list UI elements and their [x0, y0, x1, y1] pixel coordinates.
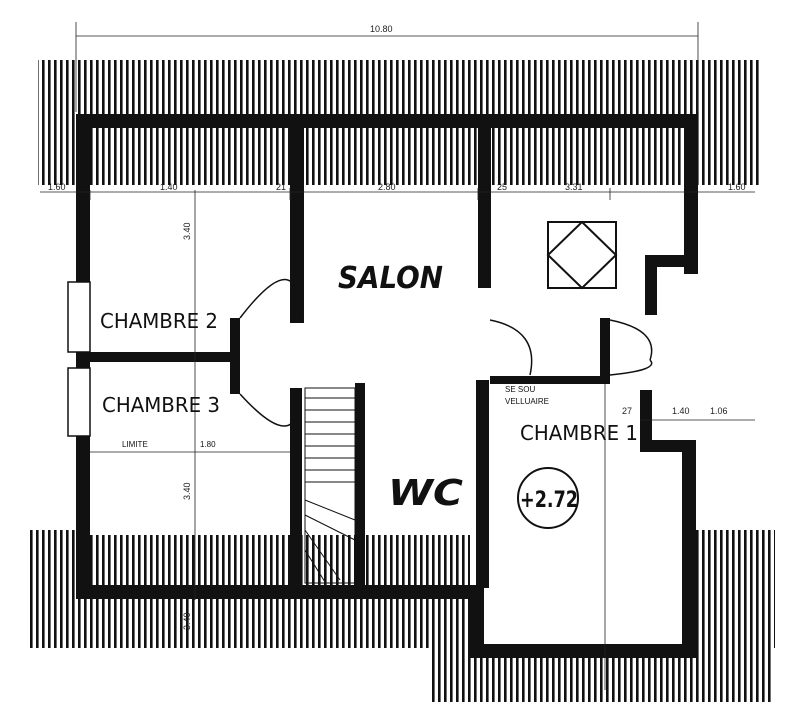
- dim-right2: 1.06: [710, 406, 728, 416]
- dim-27: 27: [622, 406, 632, 416]
- floor-area: [82, 190, 692, 535]
- dim-small1: 21: [276, 182, 286, 192]
- dim-overall-width: 10.80: [370, 24, 393, 34]
- level-marker: +2.72: [517, 467, 579, 529]
- note-ceiling-2: VELLUAIRE: [505, 397, 549, 406]
- note-limite: LIMITE: [122, 440, 148, 449]
- dim-edge-right: 1.60: [728, 182, 746, 192]
- outer-walls: [76, 114, 698, 658]
- dim-vert2: 3.40: [182, 482, 192, 500]
- dim-edge-left: 1.60: [48, 182, 66, 192]
- dim-vert1: 3.40: [182, 222, 192, 240]
- room-label-chambre3: CHAMBRE 3: [102, 393, 220, 417]
- room-label-wc: WC: [388, 473, 464, 514]
- room-label-chambre2: CHAMBRE 2: [100, 309, 218, 333]
- skylight: [546, 220, 618, 290]
- room-label-chambre1: CHAMBRE 1: [520, 421, 638, 445]
- dim-right: 3.31: [565, 182, 583, 192]
- dim-r3: 1.40: [672, 406, 690, 416]
- inner-walls: [90, 128, 610, 588]
- left-windows: [67, 281, 91, 437]
- dim-small2: 25: [497, 182, 507, 192]
- door-swings: [239, 278, 653, 427]
- dimension-lines: [40, 22, 755, 690]
- note-limite-value: 1.80: [200, 440, 216, 449]
- dim-left: 1.40: [160, 182, 178, 192]
- note-ceiling-1: SE SOU: [505, 385, 535, 394]
- dim-center: 2.80: [378, 182, 396, 192]
- level-value: +2.72: [520, 488, 578, 513]
- dim-vert3: 3.40: [182, 612, 192, 630]
- room-label-salon: SALON: [338, 261, 443, 296]
- staircase: [304, 387, 356, 584]
